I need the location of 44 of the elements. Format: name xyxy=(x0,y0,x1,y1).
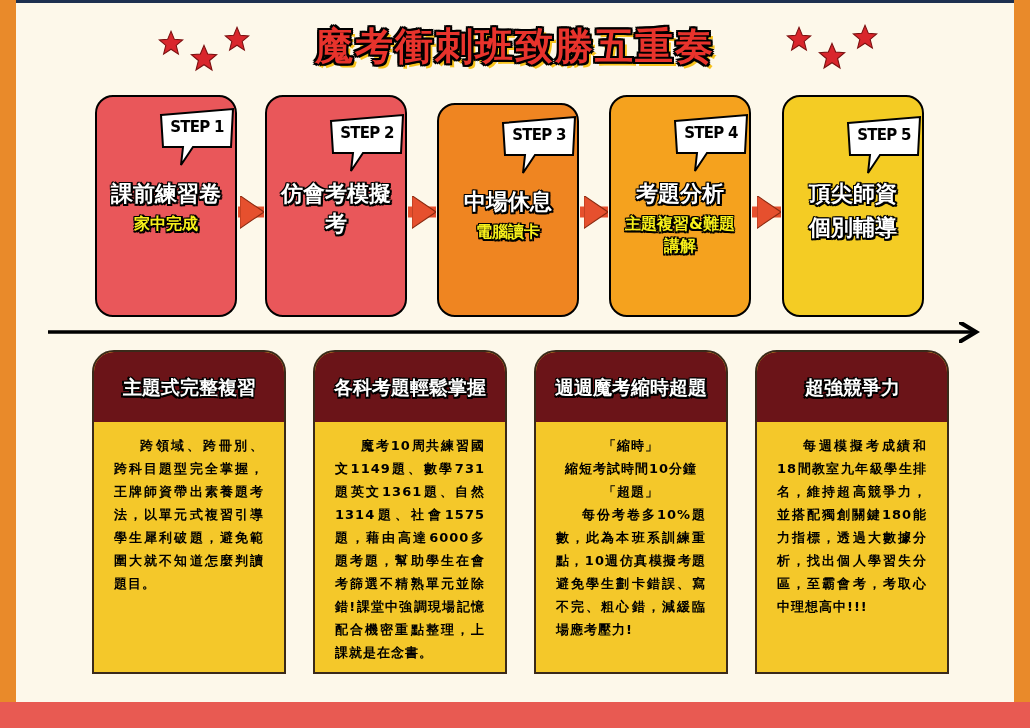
step-card xyxy=(95,95,237,317)
feature-card xyxy=(313,350,507,674)
card-heading: 超強競爭力 xyxy=(804,374,900,400)
step-label: STEP 1 xyxy=(170,117,224,137)
arrow xyxy=(580,194,609,230)
card-body-text: 縮短考試時間10分鐘 xyxy=(563,460,699,478)
step-label: STEP 5 xyxy=(857,125,911,145)
step-title: 考題分析 xyxy=(635,180,725,208)
speech-bubble xyxy=(673,113,749,173)
card-body-text: 每份考卷多10%題數，此為本班系訓練重點，10週仿真模擬考題避免學生劃卡錯誤、寫不完、粗心錯，減緩臨場應考壓力! xyxy=(556,506,706,639)
step-card xyxy=(265,95,407,317)
step-title: 頂尖師資 xyxy=(807,180,898,208)
speech-bubble xyxy=(501,115,577,175)
step-label: STEP 3 xyxy=(512,125,566,145)
card-heading: 週週魔考縮時超題 xyxy=(555,374,707,400)
step-title: 仿會考模擬考 xyxy=(281,180,391,238)
card-body-text: 跨領域、跨冊別、跨科目題型完全掌握，王牌師資帶出素養題考法，以單元式複習引導學生犀利破題，避免範圍大就不知道怎麼判讀題目。 xyxy=(114,437,264,593)
step-subtitle: 家中完成 xyxy=(133,213,199,235)
step-subtitle: 主題複習&難題講解 xyxy=(625,213,735,257)
feature-card xyxy=(534,350,728,674)
step-title: 中場休息 xyxy=(463,188,553,216)
speech-bubble xyxy=(846,115,922,175)
arrow xyxy=(408,194,437,230)
step-card xyxy=(437,103,579,317)
card-heading: 各科考題輕鬆掌握 xyxy=(334,374,486,400)
speech-bubble xyxy=(159,107,235,167)
card-heading: 主題式完整複習 xyxy=(122,374,256,400)
step-title: 個別輔導 xyxy=(807,214,898,242)
step-subtitle: 電腦讀卡 xyxy=(475,221,541,243)
step-label: STEP 2 xyxy=(340,123,394,143)
speech-bubble xyxy=(329,113,405,173)
step-label: STEP 4 xyxy=(684,123,738,143)
card-body-text: 「縮時」 xyxy=(602,437,660,455)
feature-card xyxy=(755,350,949,674)
arrow xyxy=(752,194,782,230)
feature-card xyxy=(92,350,286,674)
step-card xyxy=(782,95,924,317)
card-body-text: 每週模擬考成績和18間教室九年級學生排名，維持超高競爭力，並搭配獨創關鍵180能力指標，透過大數據分析，找出個人學習失分區，至霸會考，考取心中理想高中!!! xyxy=(777,437,927,616)
card-body-text: 魔考10周共練習國文1149題、數學731題英文1361題、自然1314題、社會1575題，藉由高達6000多題考題，幫助學生在會考篩選不精熟單元並除錯!課堂中強調現場記憶配合機密重點整理，上課就是在念書。 xyxy=(335,437,485,662)
title: 魔考衝刺班致勝五重奏 xyxy=(314,23,716,70)
step-title: 課前練習卷 xyxy=(111,180,221,208)
step-card xyxy=(609,95,751,317)
card-body-text: 「超題」 xyxy=(602,483,660,501)
arrow xyxy=(238,194,265,230)
